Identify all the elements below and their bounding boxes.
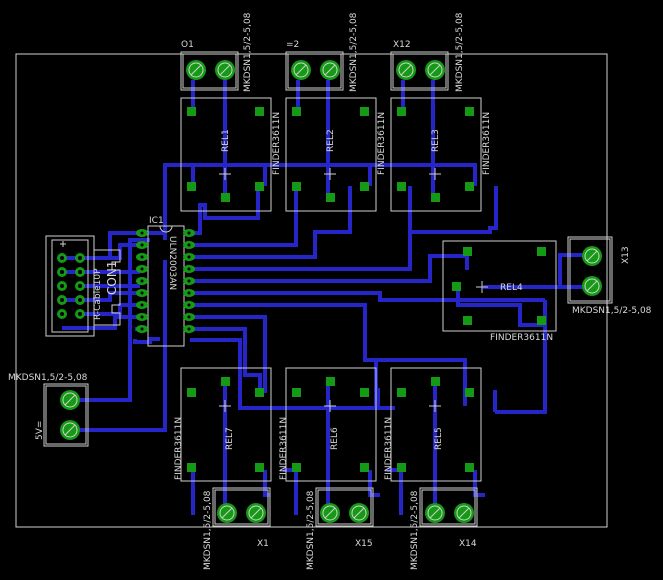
relay-value: FINDER3611N (482, 112, 492, 175)
terminal-x12: X12 MKDSN1,5/2-5,08 (390, 12, 465, 92)
terminal-value: MKDSN1,5/2-5,08 (572, 306, 652, 316)
connector-con1: R-Cable10P CON1 (45, 235, 121, 337)
relay-rel5: REL5 FINDER3611N (384, 367, 482, 482)
relay-value: FINDER3611N (377, 112, 387, 175)
terminal-5v: 5V= MKDSN1,5/2-5,08 (8, 373, 89, 447)
terminal-2: =2 MKDSN1,5/2-5,08 (285, 12, 359, 92)
relay-value: FINDER3611N (279, 417, 289, 480)
terminal-value: MKDSN1,5/2-5,08 (410, 490, 420, 570)
terminal-o1: O1 MKDSN1,5/2-5,08 (180, 12, 253, 92)
relay-rel1: REL1 FINDER3611N (180, 97, 282, 212)
terminal-name: =2 (286, 40, 299, 50)
relay-value: FINDER3611N (174, 417, 184, 480)
relay-rel7: REL7 FINDER3611N (174, 367, 272, 482)
relay-rel4: REL4 FINDER3611N (442, 240, 557, 343)
terminal-value: MKDSN1,5/2-5,08 (306, 490, 316, 570)
ic-pin-drills (140, 231, 191, 331)
connector-pins (57, 253, 85, 319)
connector-value: R-Cable10P (93, 268, 103, 320)
ic-ulm2003: IC1 ULN2003AN (136, 216, 195, 347)
terminal-name: 5V= (35, 421, 45, 440)
relay-name: REL6 (330, 427, 340, 450)
relay-value: FINDER3611N (272, 112, 282, 175)
terminal-value: MKDSN1,5/2-5,08 (203, 490, 213, 570)
terminal-x15: X15 MKDSN1,5/2-5,08 (306, 487, 374, 570)
terminal-x14: X14 MKDSN1,5/2-5,08 (410, 487, 478, 570)
relay-name: REL1 (221, 129, 231, 152)
relay-value: FINDER3611N (490, 333, 553, 343)
relay-name: REL7 (225, 427, 235, 450)
terminal-x13: X13 MKDSN1,5/2-5,08 (567, 236, 652, 316)
terminal-value: MKDSN1,5/2-5,08 (8, 373, 88, 383)
terminal-name: O1 (181, 40, 194, 50)
terminal-value: MKDSN1,5/2-5,08 (455, 12, 465, 92)
terminal-value: MKDSN1,5/2-5,08 (243, 12, 253, 92)
terminal-value: MKDSN1,5/2-5,08 (349, 12, 359, 92)
relay-name: REL4 (500, 283, 523, 293)
connector-name: CON1 (105, 261, 119, 295)
relay-rel2: REL2 FINDER3611N (285, 97, 387, 212)
terminal-name: X13 (621, 246, 631, 264)
terminal-name: X1 (257, 539, 269, 549)
ic-name: IC1 (149, 216, 164, 226)
terminal-name: X12 (393, 40, 411, 50)
terminal-name: X15 (355, 539, 373, 549)
relay-rel3: REL3 FINDER3611N (390, 97, 492, 212)
ic-value: ULN2003AN (167, 236, 177, 290)
relay-name: REL2 (326, 129, 336, 152)
terminal-name: X14 (459, 539, 477, 549)
relay-value: FINDER3611N (384, 417, 394, 480)
relay-rel6: REL6 FINDER3611N (279, 367, 377, 482)
terminal-x1: X1 MKDSN1,5/2-5,08 (203, 487, 271, 570)
relay-name: REL3 (431, 129, 441, 152)
relay-name: REL5 (434, 427, 444, 450)
